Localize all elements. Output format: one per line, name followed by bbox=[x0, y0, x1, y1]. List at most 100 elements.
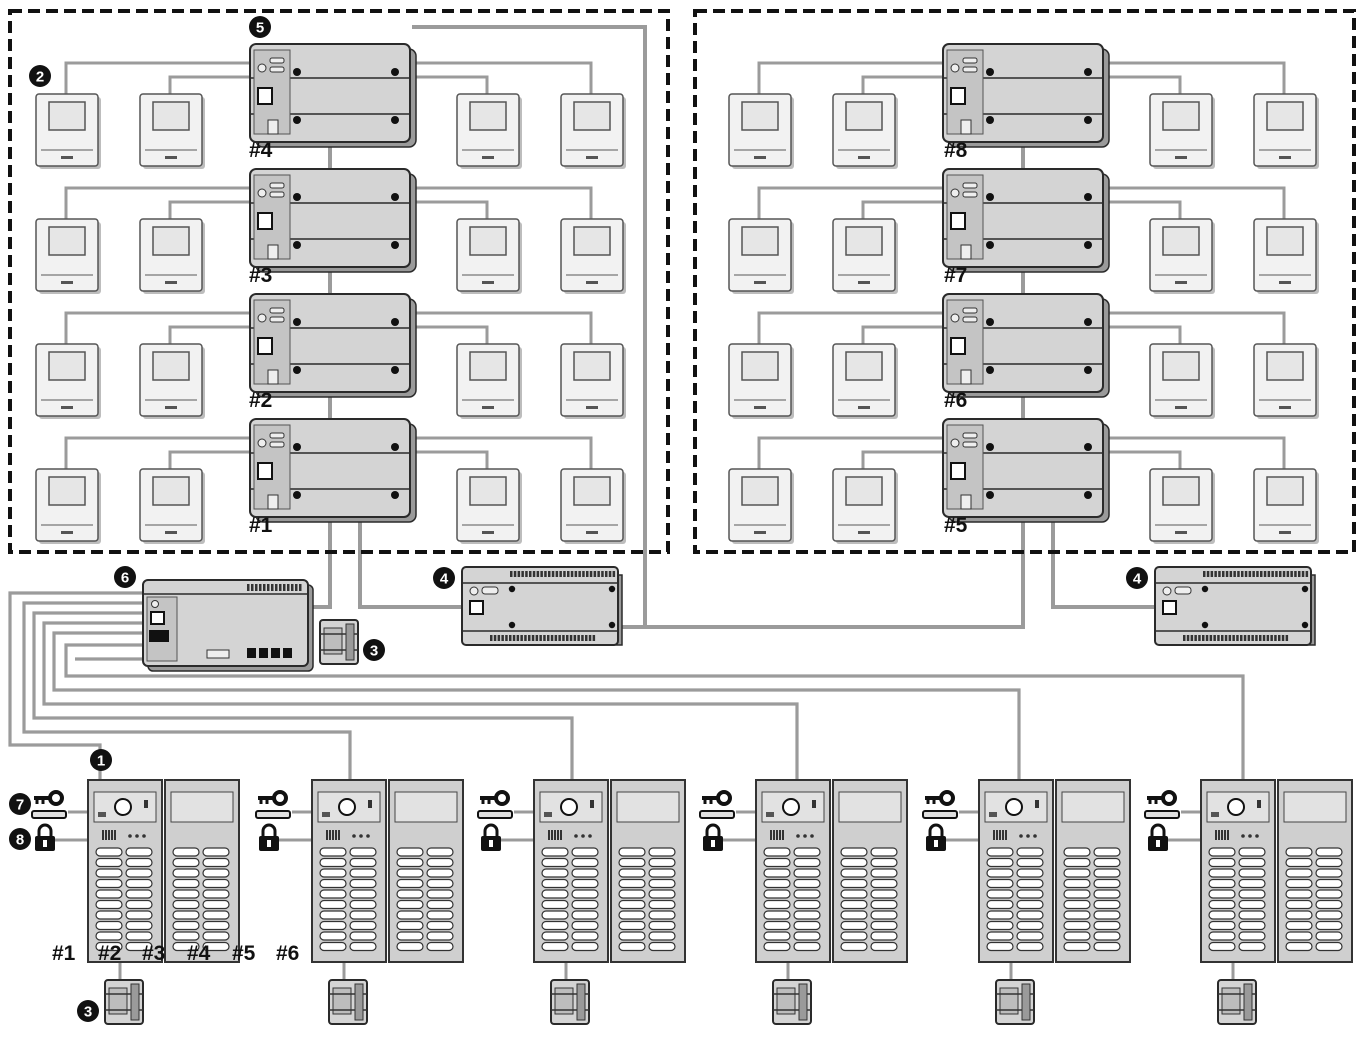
lock-icon bbox=[1148, 823, 1168, 851]
monitor-screen bbox=[152, 101, 190, 131]
floor-distributor bbox=[249, 43, 417, 148]
monitor-screen bbox=[573, 101, 611, 131]
video-monitor bbox=[728, 218, 794, 294]
camera-lens bbox=[1227, 798, 1245, 816]
callout-circle bbox=[114, 566, 136, 588]
video-monitor bbox=[560, 218, 626, 294]
wire bbox=[168, 200, 250, 219]
monitor-screen bbox=[469, 351, 507, 381]
callout-label: 5 bbox=[256, 20, 264, 37]
video-monitor bbox=[728, 468, 794, 544]
power-supply bbox=[328, 979, 368, 1025]
floor-distributor bbox=[942, 418, 1110, 523]
wire bbox=[757, 436, 943, 469]
power-supply bbox=[550, 979, 590, 1025]
callout-number: 8 bbox=[9, 828, 31, 850]
camera-lens bbox=[114, 798, 132, 816]
wire bbox=[22, 601, 352, 780]
monitor-screen bbox=[845, 101, 883, 131]
power-supply bbox=[104, 979, 144, 1025]
building-frame-right bbox=[693, 9, 1356, 554]
callout-circle bbox=[29, 65, 51, 87]
wire bbox=[358, 517, 462, 609]
wire bbox=[410, 436, 593, 469]
wire bbox=[168, 75, 250, 94]
monitor-screen bbox=[469, 101, 507, 131]
callout-circle bbox=[363, 639, 385, 661]
video-monitor bbox=[35, 343, 101, 419]
video-monitor bbox=[35, 93, 101, 169]
video-monitor bbox=[560, 468, 626, 544]
power-supply bbox=[1217, 979, 1257, 1025]
monitor-screen bbox=[1266, 351, 1304, 381]
video-monitor bbox=[1149, 468, 1215, 544]
door-entrance-panel bbox=[533, 779, 686, 963]
power-supply bbox=[772, 979, 812, 1025]
key-icon bbox=[702, 790, 732, 806]
wire bbox=[64, 436, 250, 469]
floor-distributor bbox=[942, 293, 1110, 398]
video-monitor bbox=[832, 93, 898, 169]
wire bbox=[410, 75, 489, 94]
lock-icon bbox=[35, 823, 55, 851]
floor-distributor bbox=[942, 43, 1110, 148]
video-monitor bbox=[35, 218, 101, 294]
video-monitor bbox=[560, 343, 626, 419]
wire bbox=[861, 75, 943, 94]
video-monitor bbox=[139, 218, 205, 294]
callout-circle bbox=[249, 16, 271, 38]
wire bbox=[1103, 61, 1286, 94]
callout-label: 2 bbox=[36, 69, 44, 86]
callout-label: 6 bbox=[121, 570, 129, 587]
wire bbox=[64, 61, 250, 94]
wire bbox=[1103, 75, 1182, 94]
monitor-screen bbox=[1162, 226, 1200, 256]
monitor-screen bbox=[573, 351, 611, 381]
wire bbox=[64, 311, 250, 344]
video-monitor bbox=[1253, 218, 1319, 294]
callout-label: 4 bbox=[440, 571, 449, 588]
callout-number: 6 bbox=[114, 566, 136, 588]
station-number-label: #4 bbox=[187, 942, 211, 965]
building-frames bbox=[8, 9, 1356, 554]
video-monitor bbox=[456, 93, 522, 169]
video-monitor bbox=[1149, 218, 1215, 294]
monitor-screen bbox=[573, 476, 611, 506]
monitor-screen bbox=[1162, 351, 1200, 381]
video-monitor bbox=[456, 343, 522, 419]
callout-circle bbox=[433, 567, 455, 589]
exit-button-icon bbox=[699, 810, 735, 819]
exit-button-icon bbox=[1144, 810, 1180, 819]
wire bbox=[410, 200, 489, 219]
callout-circle bbox=[77, 1000, 99, 1022]
power-supply bbox=[319, 619, 359, 665]
video-monitor bbox=[1253, 343, 1319, 419]
callout-number: 3 bbox=[77, 1000, 99, 1022]
monitor-screen bbox=[48, 226, 86, 256]
wire bbox=[64, 186, 250, 219]
callout-number: 2 bbox=[29, 65, 51, 87]
floor-number-label: #6 bbox=[944, 389, 967, 412]
wire bbox=[757, 186, 943, 219]
door-controller-right bbox=[1154, 566, 1316, 646]
callout-number: 5 bbox=[249, 16, 271, 38]
callout-label: 8 bbox=[16, 832, 24, 849]
video-monitor bbox=[139, 468, 205, 544]
key-icon bbox=[925, 790, 955, 806]
video-monitor bbox=[560, 93, 626, 169]
callout-number: 4 bbox=[1126, 567, 1148, 589]
monitor-screen bbox=[152, 351, 190, 381]
camera-lens bbox=[782, 798, 800, 816]
video-monitor bbox=[35, 468, 101, 544]
exit-button-icon bbox=[255, 810, 291, 819]
monitor-screen bbox=[741, 351, 779, 381]
callout-number: 4 bbox=[433, 567, 455, 589]
wire bbox=[410, 325, 489, 344]
door-entrance-panel bbox=[87, 779, 240, 963]
station-number-label: #1 bbox=[52, 942, 76, 965]
wire bbox=[410, 61, 593, 94]
lock-icon bbox=[481, 823, 501, 851]
video-monitor bbox=[456, 468, 522, 544]
monitor-screen bbox=[48, 101, 86, 131]
